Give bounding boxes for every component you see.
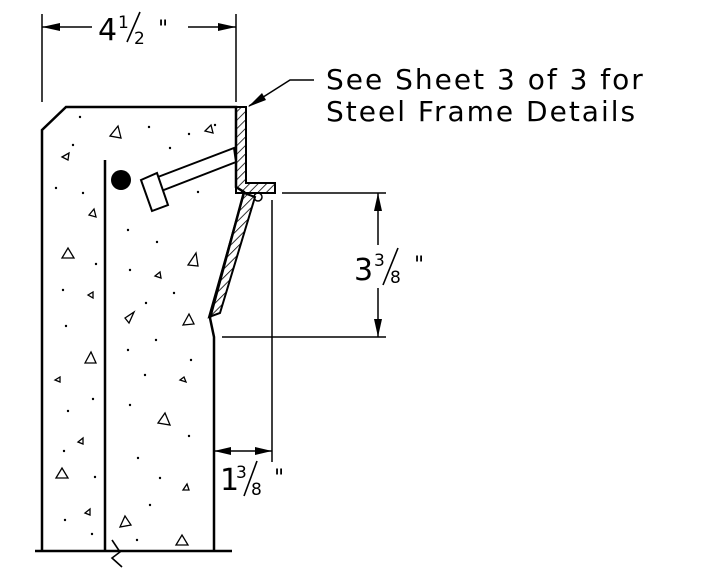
vertical-dimension-label: 3 3 8 ": [354, 247, 424, 288]
callout-leader: [248, 79, 314, 107]
concrete-section-outline: [40, 105, 246, 551]
rebar-dot: [111, 170, 131, 190]
steel-frame-angle: [235, 106, 276, 194]
svg-text:": ": [274, 466, 284, 491]
concrete-specks: [54, 115, 217, 542]
svg-text:2: 2: [134, 29, 145, 49]
svg-text:1: 1: [220, 463, 239, 498]
svg-text:3: 3: [354, 253, 373, 288]
svg-text:3: 3: [374, 251, 385, 271]
callout-line-1: See Sheet 3 of 3 for: [326, 63, 645, 96]
offset-dimension: [214, 200, 273, 462]
inclined-steel-plate: [207, 191, 257, 319]
anchor-stud: [139, 146, 238, 213]
svg-text:3: 3: [236, 463, 247, 483]
svg-text:8: 8: [251, 480, 262, 500]
offset-dimension-label: 1 3 8 ": [220, 460, 284, 500]
svg-text:": ": [158, 17, 168, 42]
svg-text:1: 1: [118, 13, 129, 33]
vertical-dimension: [222, 192, 386, 338]
callout-line-2: Steel Frame Details: [326, 95, 638, 128]
callout-note: See Sheet 3 of 3 for Steel Frame Details: [326, 64, 645, 128]
top-width-dimension: [41, 14, 237, 102]
break-symbol: [110, 539, 123, 568]
concrete-aggregate: [53, 123, 214, 546]
svg-text:": ": [414, 253, 424, 278]
svg-text:4: 4: [98, 13, 117, 48]
top-width-label: 4 1 2 ": [98, 11, 168, 49]
svg-text:8: 8: [390, 268, 401, 288]
